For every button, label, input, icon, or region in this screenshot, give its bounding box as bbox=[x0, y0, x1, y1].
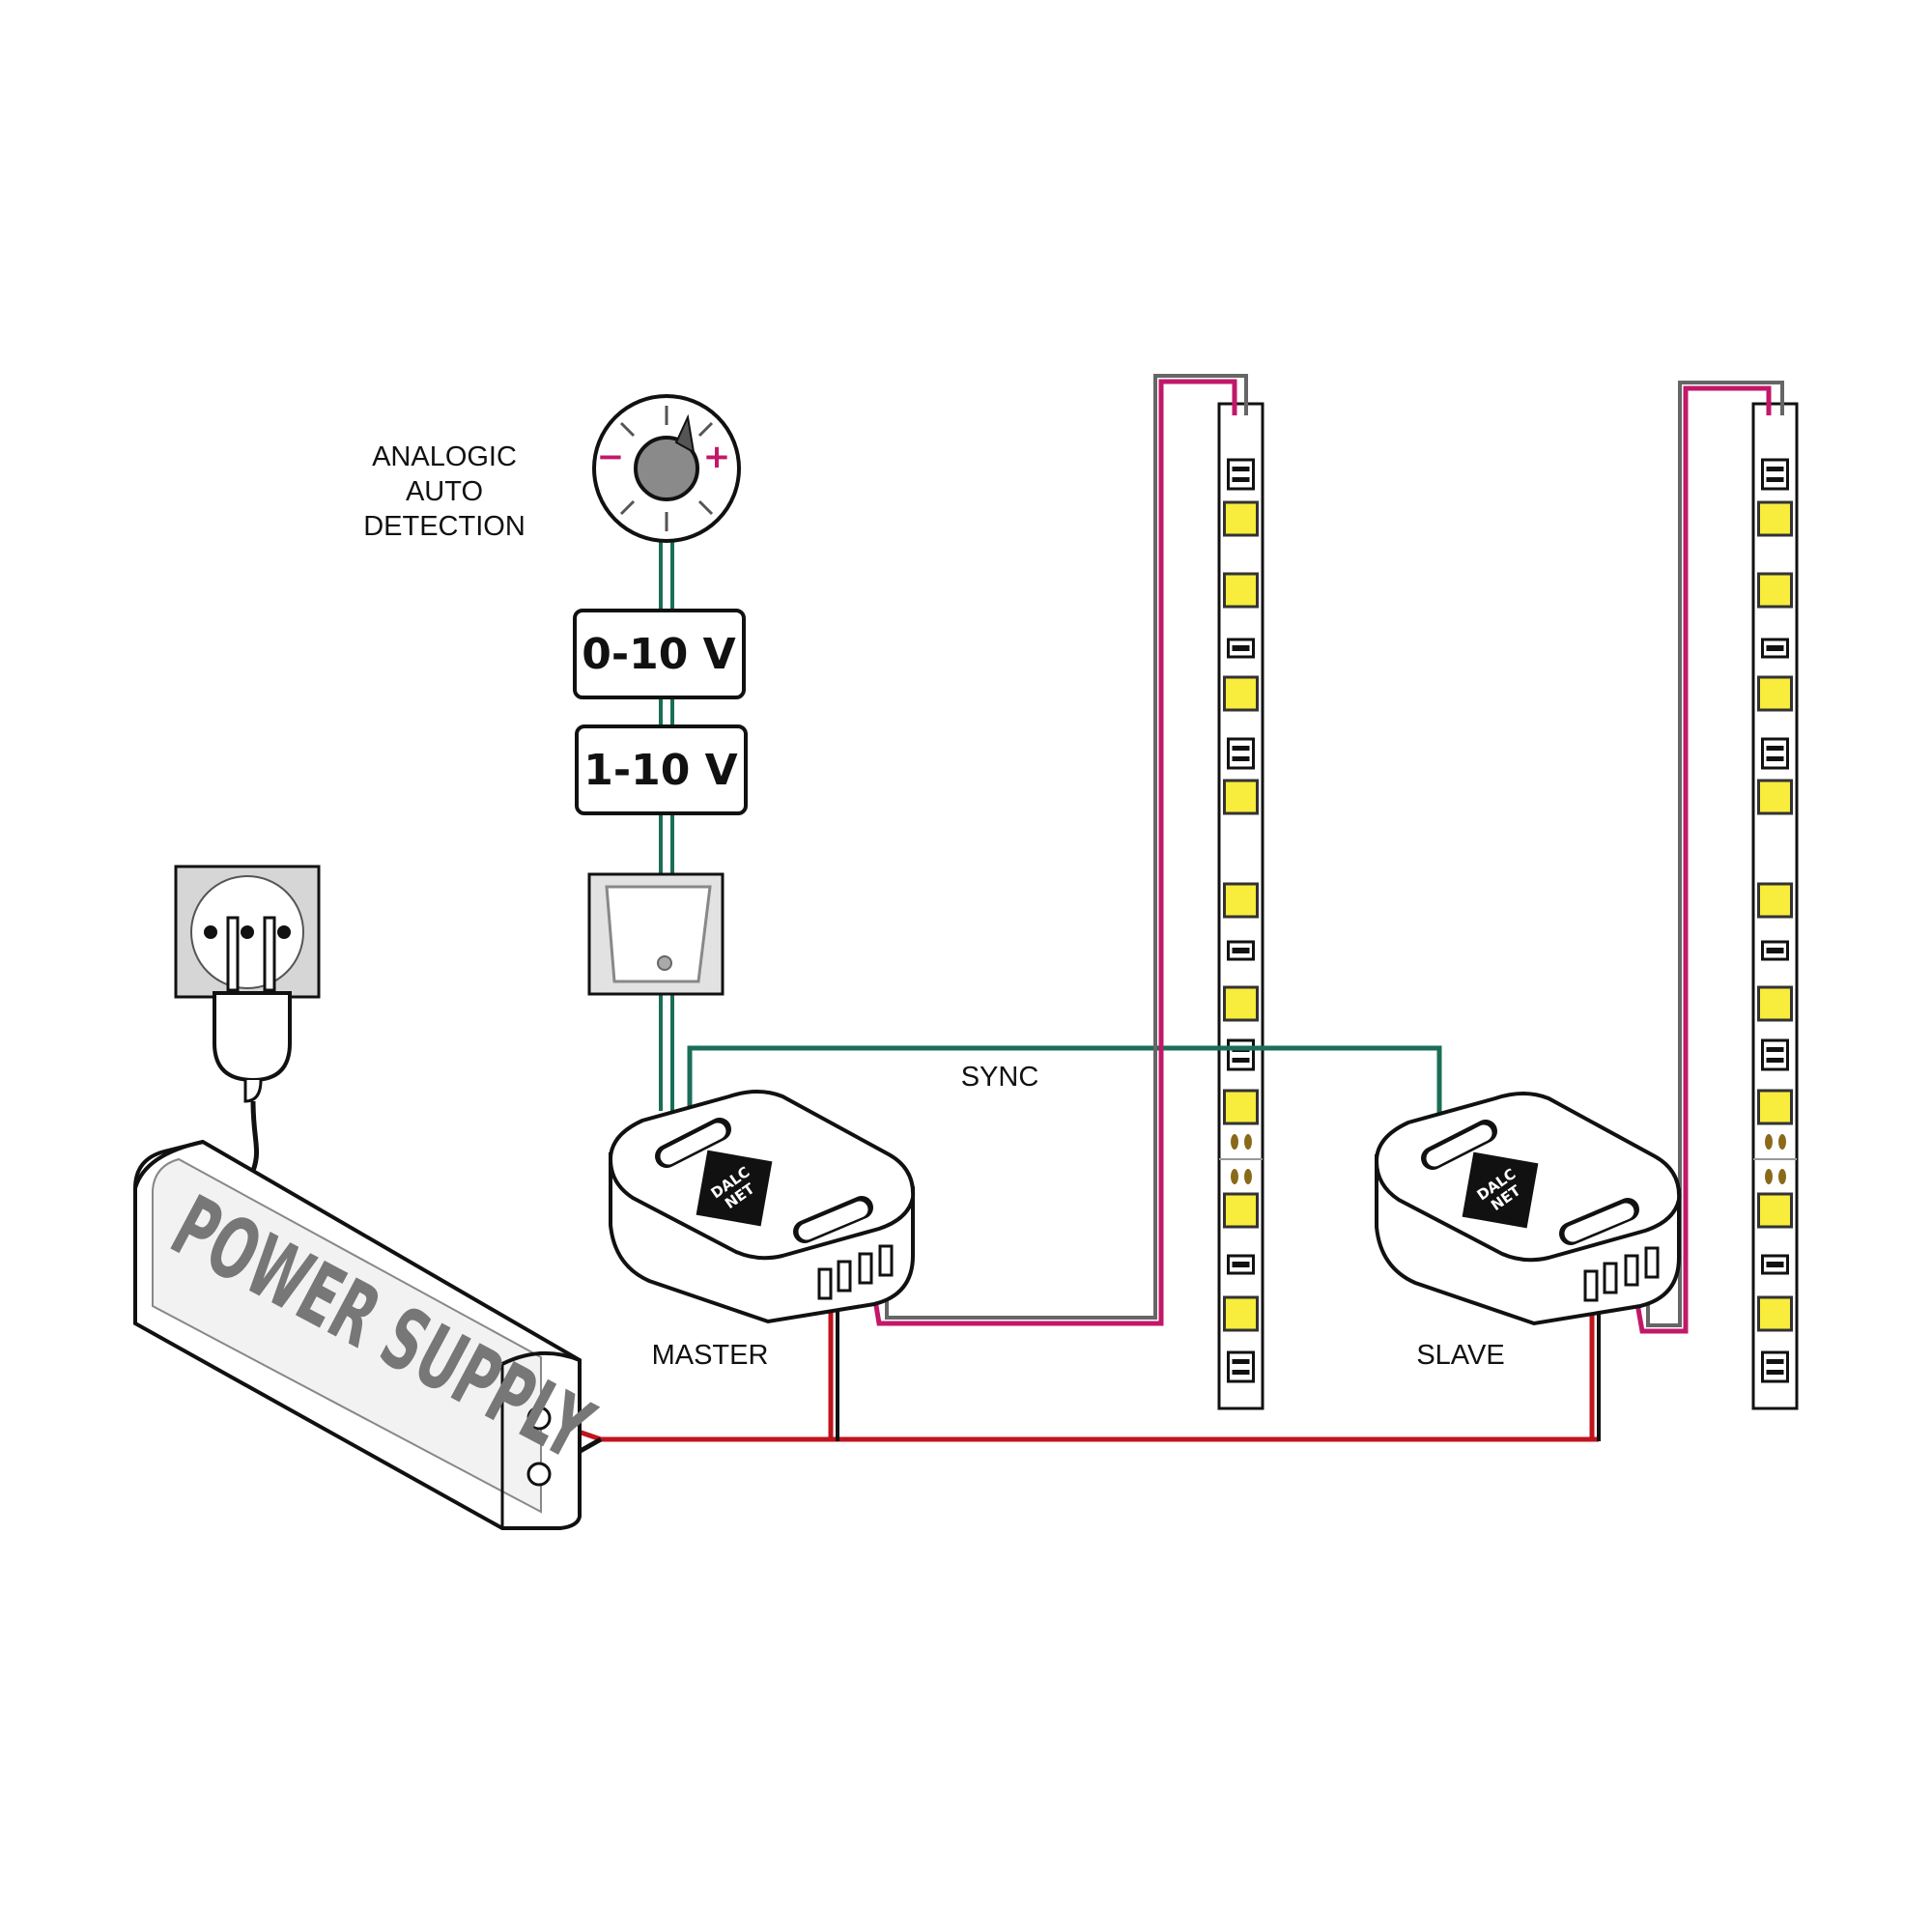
slave-label: SLAVE bbox=[1416, 1340, 1504, 1371]
slave-controller[interactable]: DALC NET bbox=[1374, 1092, 1682, 1326]
power-supply-negative-terminal bbox=[526, 1462, 552, 1487]
voltage-1-10-box: 1-10 V bbox=[575, 724, 748, 815]
plug-icon bbox=[213, 916, 292, 1172]
sync-wire bbox=[687, 1045, 1442, 1125]
voltage-0-10-label: 0-10 V bbox=[582, 630, 735, 679]
svg-text:AUTO: AUTO bbox=[406, 476, 483, 507]
master-controller[interactable]: DALC NET bbox=[608, 1090, 916, 1324]
knob-minus-label: − bbox=[597, 438, 625, 476]
master-label: MASTER bbox=[652, 1340, 769, 1371]
led-feed-wire-slave bbox=[1625, 381, 1784, 1334]
voltage-0-10-box: 0-10 V bbox=[573, 609, 746, 699]
power-supply-positive-terminal bbox=[526, 1406, 552, 1431]
voltage-1-10-label: 1-10 V bbox=[583, 746, 737, 795]
rocker-switch-icon[interactable] bbox=[587, 872, 724, 996]
svg-text:ANALOGIC: ANALOGIC bbox=[372, 441, 517, 472]
sync-label: SYNC bbox=[961, 1062, 1039, 1093]
led-feed-wire-master bbox=[864, 374, 1248, 1326]
led-strip-slave bbox=[1751, 402, 1799, 1410]
wall-socket-icon bbox=[174, 865, 321, 999]
knob-plus-label: + bbox=[703, 438, 731, 476]
power-supply: POWER SUPPLY bbox=[133, 1139, 608, 1530]
svg-text:DETECTION: DETECTION bbox=[363, 511, 526, 542]
potentiometer-knob-icon[interactable]: − + bbox=[592, 394, 741, 543]
analogic-auto-detection-label: ANALOGIC AUTO DETECTION bbox=[363, 441, 526, 542]
led-strip-master bbox=[1217, 402, 1264, 1410]
